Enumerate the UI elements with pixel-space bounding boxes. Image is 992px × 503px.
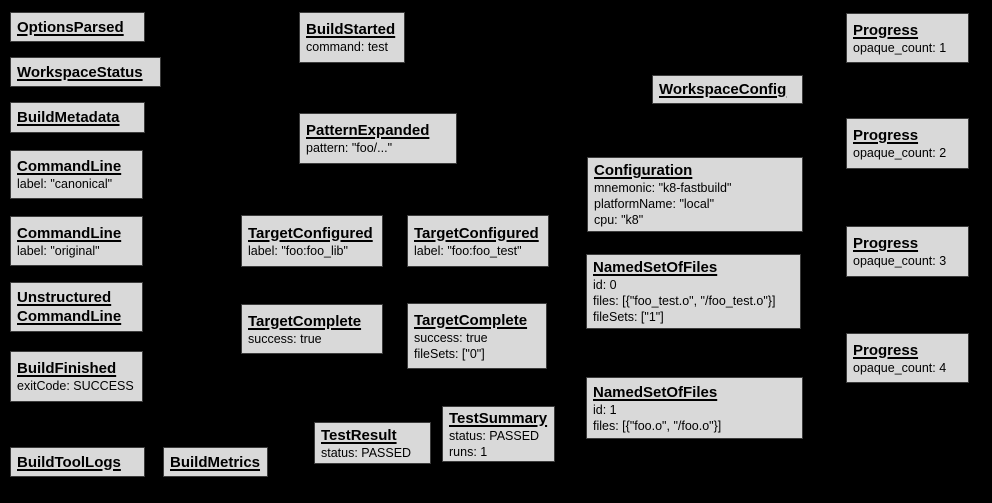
event-title: CommandLine bbox=[17, 224, 122, 242]
event-field: files: [{"foo_test.o", "/foo_test.o"}] bbox=[593, 294, 776, 308]
event-title: BuildToolLogs bbox=[17, 453, 121, 471]
event-title: Progress bbox=[853, 127, 919, 144]
event-field: label: "foo:foo_test" bbox=[414, 243, 522, 258]
event-title: BuildStarted bbox=[306, 21, 396, 38]
event-title: WorkspaceConfig bbox=[659, 81, 787, 98]
event-field: opaque_count: 3 bbox=[853, 254, 947, 268]
event-title: CommandLine bbox=[17, 308, 122, 325]
event-title: NamedSetOfFiles bbox=[593, 383, 718, 401]
event-field: fileSets: ["0"] bbox=[414, 346, 485, 361]
event-title: BuildMetadata bbox=[17, 109, 120, 126]
event-field: id: 1 bbox=[593, 402, 617, 417]
event-field: pattern: "foo/..." bbox=[306, 141, 393, 155]
event-field: label: "canonical" bbox=[17, 177, 113, 191]
event-field: status: PASSED bbox=[449, 428, 540, 443]
event-box-configuration: Configuration mnemonic: "k8-fastbuild" pla… bbox=[587, 157, 803, 232]
event-field: command: test bbox=[306, 40, 388, 54]
event-field: opaque_count: 2 bbox=[853, 146, 947, 160]
event-field: mnemonic: "k8-fastbuild" bbox=[594, 181, 732, 195]
event-field: files: [{"foo.o", "/foo.o"}] bbox=[593, 418, 722, 433]
event-title: Progress bbox=[853, 235, 919, 252]
event-box-command-line-canonical: CommandLine label: "canonical" bbox=[10, 150, 143, 199]
event-box-build-finished: BuildFinished exitCode: SUCCESS bbox=[10, 351, 143, 402]
event-title: NamedSetOfFiles bbox=[593, 259, 718, 276]
event-box-progress-3: Progress opaque_count: 3 bbox=[846, 226, 969, 277]
event-title: OptionsParsed bbox=[17, 18, 124, 36]
event-title: Configuration bbox=[594, 162, 693, 179]
event-title: TestSummary bbox=[449, 409, 548, 427]
event-field: exitCode: SUCCESS bbox=[17, 379, 134, 393]
event-field: success: true bbox=[248, 331, 322, 346]
event-box-options-parsed: OptionsParsed bbox=[10, 12, 145, 42]
event-field: runs: 1 bbox=[449, 444, 488, 459]
event-title: TargetConfigured bbox=[414, 224, 539, 242]
event-title: Progress bbox=[853, 21, 919, 39]
event-title: PatternExpanded bbox=[306, 122, 430, 139]
event-title: BuildFinished bbox=[17, 360, 117, 377]
event-title: TestResult bbox=[321, 426, 397, 444]
event-title: TargetConfigured bbox=[248, 224, 373, 242]
event-field: platformName: "local" bbox=[594, 197, 715, 211]
event-title: Unstructured bbox=[17, 289, 112, 306]
event-title: TargetComplete bbox=[414, 311, 528, 329]
event-field: id: 0 bbox=[593, 278, 617, 292]
event-title: TargetComplete bbox=[248, 312, 362, 330]
event-title: BuildMetrics bbox=[170, 453, 261, 471]
event-title: Progress bbox=[853, 341, 919, 359]
event-field: status: PASSED bbox=[321, 445, 412, 460]
event-field: label: "original" bbox=[17, 243, 100, 258]
event-box-build-metrics: BuildMetrics bbox=[163, 447, 268, 477]
event-box-workspace-status: WorkspaceStatus bbox=[10, 57, 161, 87]
event-title: WorkspaceStatus bbox=[17, 63, 143, 81]
event-field: fileSets: ["1"] bbox=[593, 310, 664, 324]
event-field: success: true bbox=[414, 330, 488, 345]
event-title: CommandLine bbox=[17, 158, 122, 175]
event-box-workspace-config: WorkspaceConfig bbox=[652, 75, 803, 104]
event-field: cpu: "k8" bbox=[594, 213, 644, 227]
event-box-pattern-expanded: PatternExpanded pattern: "foo/..." bbox=[299, 113, 457, 164]
event-box-progress-2: Progress opaque_count: 2 bbox=[846, 118, 969, 169]
event-box-build-started: BuildStarted command: test bbox=[299, 12, 405, 63]
event-box-named-set-of-files-0: NamedSetOfFiles id: 0 files: [{"foo_test.o… bbox=[586, 254, 801, 329]
event-box-build-tool-logs: BuildToolLogs bbox=[10, 447, 145, 477]
event-box-build-metadata: BuildMetadata bbox=[10, 102, 145, 133]
event-field: opaque_count: 1 bbox=[853, 40, 947, 55]
event-field: label: "foo:foo_lib" bbox=[248, 243, 348, 258]
event-field: opaque_count: 4 bbox=[853, 360, 947, 375]
